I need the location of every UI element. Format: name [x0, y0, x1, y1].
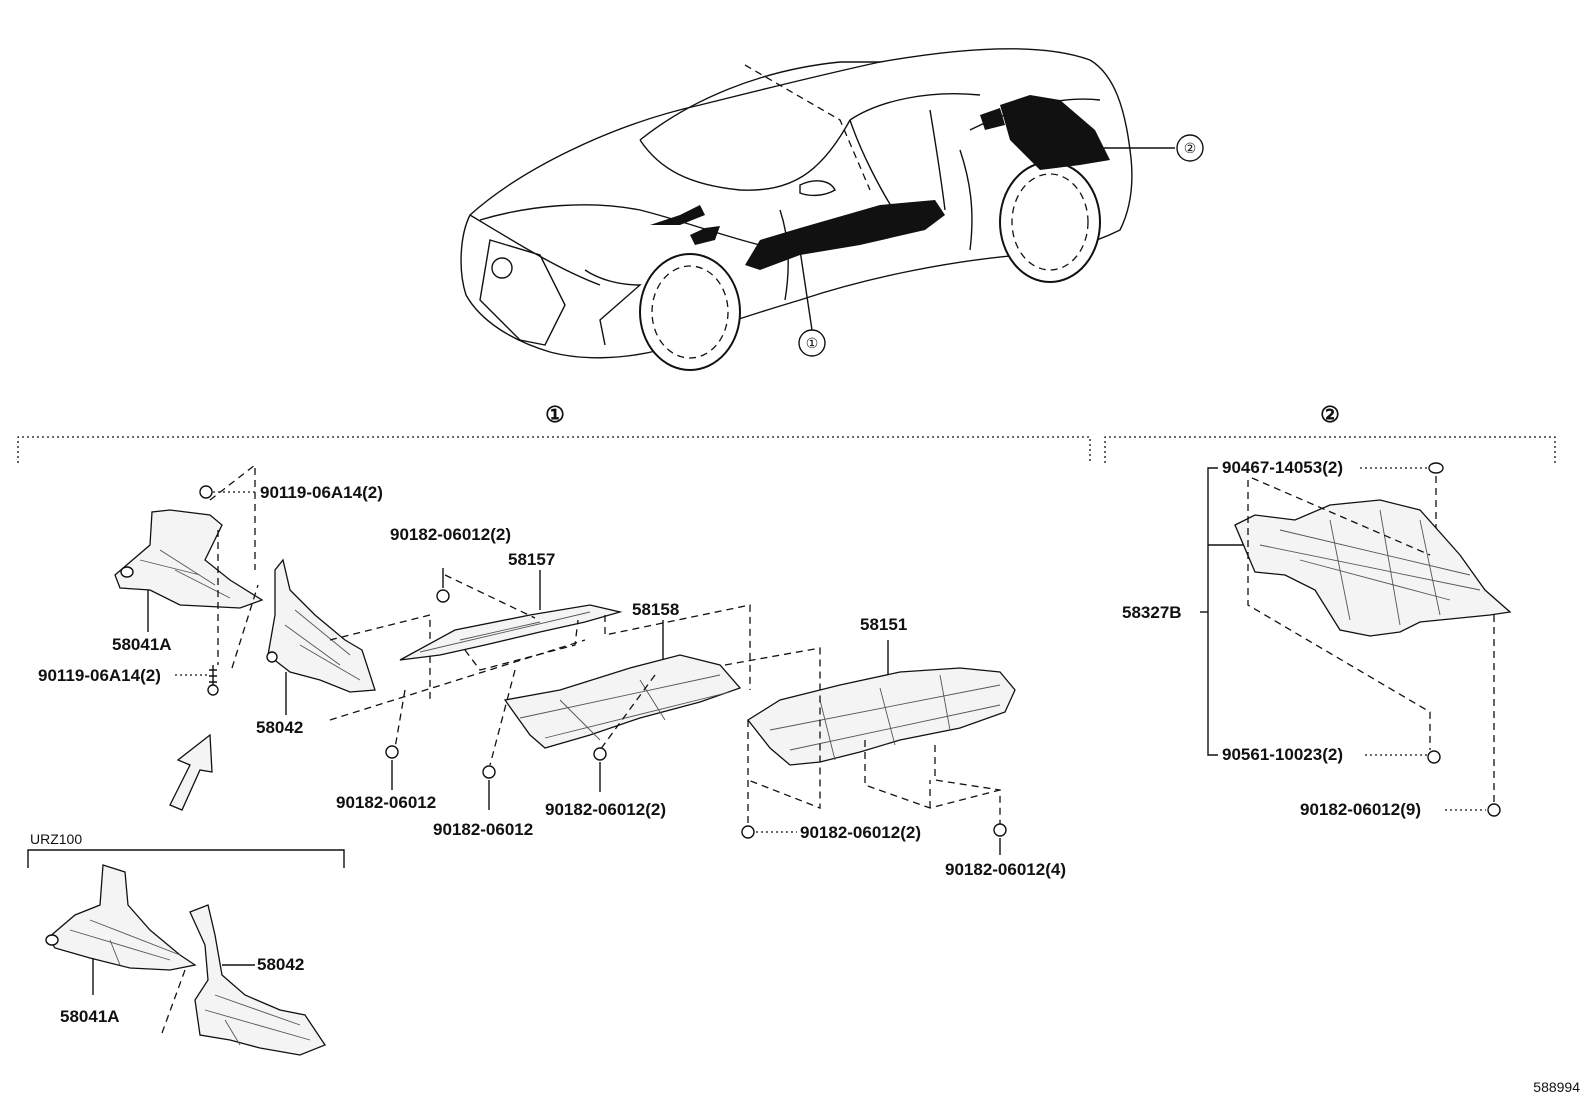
callout-2-circle: [1176, 134, 1204, 162]
part-58041A-variant-shape: [47, 864, 197, 971]
section-brackets: ① ②: [17, 402, 1556, 463]
label-58158: 58158: [632, 600, 679, 619]
label-90182-2-right: 90182-06012(2): [800, 823, 921, 842]
section-2-mark: ②: [1320, 402, 1340, 427]
label-58041A-variant: 58041A: [60, 1007, 120, 1026]
callout-1-circle: [798, 329, 826, 357]
car-illustration: ① ②: [460, 48, 1204, 371]
label-90182-a: 90182-06012: [336, 793, 436, 812]
part-58042-variant-shape: [189, 904, 326, 1056]
label-90119-bottom: 90119-06A14(2): [38, 666, 161, 685]
label-90119-top: 90119-06A14(2): [260, 483, 383, 502]
variant-label: URZ100: [30, 831, 82, 847]
section-1-parts: 58041A 90119-06A14(2) 90119-06A14(2) 580…: [38, 463, 1066, 879]
callout-2-label: ②: [1184, 140, 1197, 156]
part-58041A-shape: [114, 509, 264, 609]
part-58157-shape: [399, 604, 623, 661]
urz100-variant: URZ100 58041A 58042: [27, 831, 345, 1056]
label-58157: 58157: [508, 550, 555, 569]
label-90182-4: 90182-06012(4): [945, 860, 1066, 879]
callout-1-label: ①: [806, 335, 819, 351]
part-58042-shape: [267, 558, 376, 693]
label-90182-2-mid: 90182-06012(2): [545, 800, 666, 819]
section-1-mark: ①: [545, 402, 565, 427]
label-90182-b: 90182-06012: [433, 820, 533, 839]
label-90561: 90561-10023(2): [1222, 745, 1343, 764]
figure-id: 588994: [1533, 1079, 1580, 1095]
label-58041A: 58041A: [112, 635, 172, 654]
label-58327B: 58327B: [1122, 603, 1182, 622]
part-58151-shape: [747, 667, 1016, 766]
label-58151: 58151: [860, 615, 907, 634]
label-58042: 58042: [256, 718, 303, 737]
part-58158-shape: [503, 654, 742, 749]
label-90182-2-top: 90182-06012(2): [390, 525, 511, 544]
section-2-parts: 58327B 90467-14053(2) 90561-10023(2) 901…: [1122, 458, 1512, 819]
label-58042-variant: 58042: [257, 955, 304, 974]
label-90467: 90467-14053(2): [1222, 458, 1343, 477]
label-90182-9: 90182-06012(9): [1300, 800, 1421, 819]
front-direction-arrow: [169, 733, 213, 811]
